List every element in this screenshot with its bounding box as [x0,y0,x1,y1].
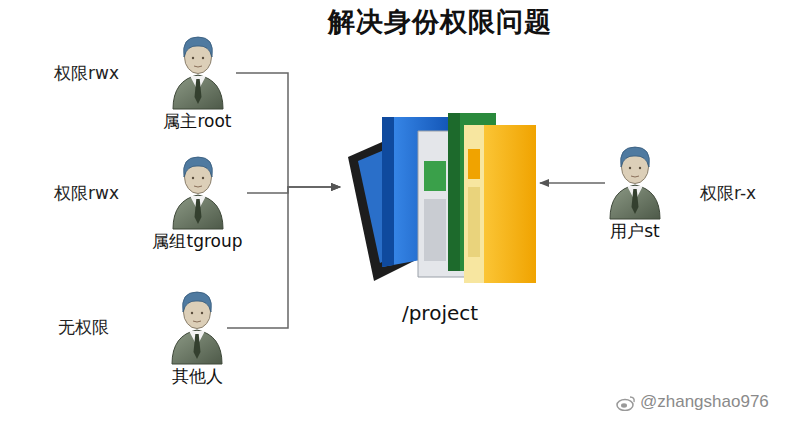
person-label: 属组tgroup [148,230,247,253]
person-icon [168,148,228,230]
person-label: 其他人 [167,365,227,388]
permission-label: 权限rwx [54,62,119,85]
person-node: 用户st [605,138,665,243]
permission-label: 权限rwx [54,182,119,205]
person-label: 用户st [605,220,665,243]
permission-label: 权限r-x [700,182,756,205]
person-icon [167,283,227,365]
diagram-title: 解决身份权限问题 [328,4,552,40]
person-node: 属主root [159,28,236,133]
weibo-logo [616,395,636,411]
person-node: 其他人 [167,283,227,388]
person-icon [168,28,228,110]
arrow-connector [227,187,340,328]
person-label: 属主root [159,110,236,133]
folder-node: /project [340,95,540,325]
watermark: @zhangshao976 [640,392,769,412]
person-icon [605,138,665,220]
arrow-connector [540,182,605,184]
arrow-connector [236,73,340,187]
permission-label: 无权限 [58,316,109,339]
arrow-connector [247,187,340,193]
binders-icon [340,95,540,295]
person-node: 属组tgroup [148,148,247,253]
folder-label: /project [340,295,540,325]
